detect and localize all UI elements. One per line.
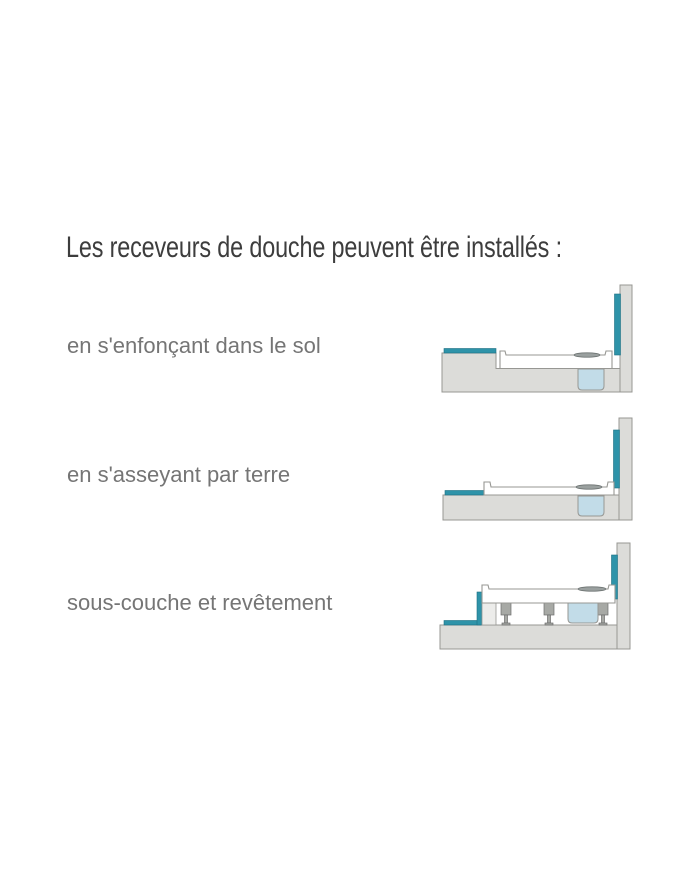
wall-tile-layer xyxy=(614,293,621,356)
diagram-shower-tray-sitting-on-floor xyxy=(442,417,633,521)
row-label-recessed-in-floor: en s'enfonçant dans le sol xyxy=(67,333,321,358)
drain-trap xyxy=(577,368,605,391)
drain-trap xyxy=(567,602,599,624)
front-panel-tile xyxy=(476,591,483,626)
diagram-shower-tray-on-feet xyxy=(439,542,631,650)
wall-tile-layer xyxy=(613,429,620,489)
floor-tile-layer xyxy=(444,490,485,496)
floor-tile-layer xyxy=(443,620,482,626)
adjustable-foot xyxy=(543,602,555,626)
drain-cover xyxy=(577,586,607,592)
diagram-shower-tray-recessed-in-floor xyxy=(441,284,633,393)
shower-tray xyxy=(483,481,615,496)
floor-tile-layer xyxy=(443,348,497,354)
wall-cross-section xyxy=(619,284,633,393)
row-label-sitting-on-floor: en s'asseyant par terre xyxy=(67,462,291,487)
drain-cover xyxy=(573,352,601,358)
drain-cover xyxy=(575,484,603,490)
adjustable-foot xyxy=(500,602,512,626)
wall-cross-section xyxy=(616,542,631,650)
floor-cross-section xyxy=(439,624,631,650)
wall-cross-section xyxy=(618,417,633,521)
page-title: Les receveurs de douche peuvent être ins… xyxy=(66,231,562,264)
adjustable-foot xyxy=(597,602,609,626)
row-label-underlay-and-covering: sous-couche et revêtement xyxy=(67,590,333,615)
drain-trap xyxy=(577,495,605,517)
